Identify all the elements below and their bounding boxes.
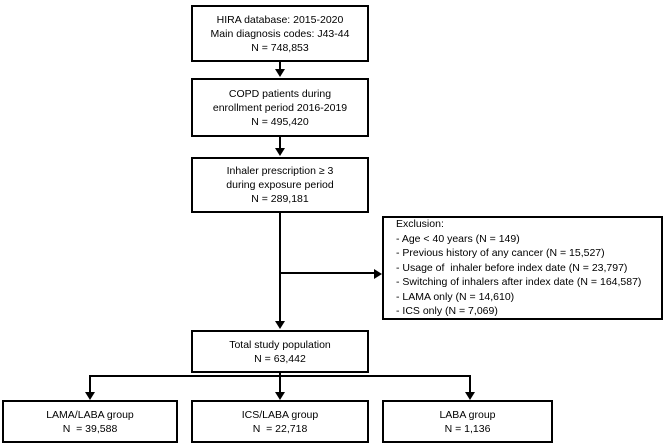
exclusion-item-age: - Age < 40 years (N = 149) (396, 232, 520, 245)
exclusion-header: Exclusion: (396, 217, 444, 230)
connector-to-exclusion (280, 272, 376, 274)
node-inhaler-line-1: Inhaler prescription ≥ 3 (226, 165, 334, 177)
node-inhaler-line-3: N = 289,181 (251, 193, 309, 205)
exclusion-item-inhaler-before-index: - Usage of inhaler before index date (N … (396, 261, 628, 274)
arrow-inhaler-to-total-icon (275, 321, 285, 329)
node-enrolled-line-3: N = 495,420 (251, 115, 309, 128)
node-source-line-1: HIRA database: 2015-2020 (216, 13, 344, 26)
group-ics-laba-count: N = 22,718 (252, 422, 308, 435)
node-group-lama-laba: LAMA/LABA group N = 39,588 (2, 400, 178, 443)
connector-bus-to-lama-laba (89, 375, 91, 394)
group-lama-laba-label: LAMA/LABA group (46, 408, 134, 421)
node-enrolled-line-2: enrollment period 2016-2019 (212, 101, 348, 114)
exclusion-item-lama-only: - LAMA only (N = 14,610) (396, 290, 515, 303)
exclusion-item-ics-only: - ICS only (N = 7,069) (396, 305, 498, 318)
node-source: HIRA database: 2015-2020 Main diagnosis … (191, 5, 369, 62)
node-total-study-population: Total study population N = 63,442 (191, 330, 369, 373)
node-enrolled-line-1: COPD patients during (228, 87, 332, 100)
exclusion-item-switching: - Switching of inhalers after index date… (396, 276, 642, 289)
node-source-line-3: N = 748,853 (251, 41, 309, 54)
exclusion-item-cancer: - Previous history of any cancer (N = 15… (396, 247, 605, 260)
connector-source-to-enrolled (279, 62, 281, 71)
node-total-line-2: N = 63,442 (254, 352, 306, 365)
connector-bus-to-ics-laba (279, 375, 281, 394)
group-laba-label: LABA group (439, 408, 496, 421)
connector-enrolled-to-inhaler (279, 137, 281, 150)
arrow-to-lama-laba-icon (85, 392, 95, 400)
group-ics-laba-label: ICS/LABA group (241, 408, 319, 421)
connector-bus-to-laba (469, 375, 471, 394)
connector-total-stem (279, 373, 281, 376)
group-lama-laba-count: N = 39,588 (62, 422, 118, 435)
node-enrolled: COPD patients during enrollment period 2… (191, 78, 369, 137)
group-laba-count: N = 1,136 (444, 422, 491, 435)
connector-inhaler-to-total (279, 213, 281, 323)
node-inhaler-prescription: Inhaler prescription ≥ 3 during exposure… (191, 157, 369, 213)
arrow-source-to-enrolled-icon (275, 69, 285, 77)
arrow-enrolled-to-inhaler-icon (275, 148, 285, 156)
node-group-laba: LABA group N = 1,136 (382, 400, 553, 443)
arrow-to-ics-laba-icon (275, 392, 285, 400)
node-inhaler-line-2: during exposure period (226, 179, 334, 191)
arrow-to-laba-icon (465, 392, 475, 400)
node-source-line-2: Main diagnosis codes: J43-44 (210, 27, 350, 40)
node-exclusion: Exclusion: - Age < 40 years (N = 149) - … (382, 216, 663, 320)
node-total-line-1: Total study population (229, 338, 331, 351)
node-group-ics-laba: ICS/LABA group N = 22,718 (191, 400, 369, 443)
arrow-to-exclusion-icon (374, 269, 382, 279)
